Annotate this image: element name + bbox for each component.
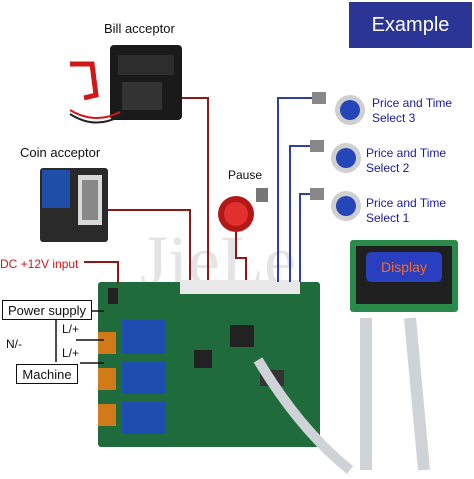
coin-acceptor-label: Coin acceptor xyxy=(20,145,101,160)
machine-box: Machine xyxy=(16,364,78,384)
price-time-3-label: Price and Time Select 3 xyxy=(372,96,453,125)
price-button-1-device xyxy=(310,188,361,221)
n-minus-label: N/- xyxy=(6,337,22,351)
display-device xyxy=(253,240,458,474)
price-time-1-label: Price and Time Select 1 xyxy=(366,196,447,225)
pause-label: Pause xyxy=(228,168,263,182)
price-button-2-device xyxy=(310,140,361,173)
pcb-board xyxy=(98,280,320,447)
price-button-3-device xyxy=(312,92,365,125)
dc-input-label: DC +12V input xyxy=(0,257,79,271)
display-label: Display xyxy=(381,259,427,275)
bill-acceptor-device xyxy=(69,45,182,124)
l-plus-bottom-label: L/+ xyxy=(62,346,80,360)
price-time-2-label: Price and Time Select 2 xyxy=(366,146,447,175)
l-plus-top-label: L/+ xyxy=(62,322,80,336)
bill-acceptor-label: Bill acceptor xyxy=(104,21,175,36)
example-badge: Example xyxy=(349,2,472,48)
power-supply-box: Power supply xyxy=(2,300,92,320)
blue-wires xyxy=(277,97,312,282)
pause-button-device xyxy=(218,188,268,232)
red-wires xyxy=(84,97,247,284)
coin-acceptor-device xyxy=(40,168,108,242)
